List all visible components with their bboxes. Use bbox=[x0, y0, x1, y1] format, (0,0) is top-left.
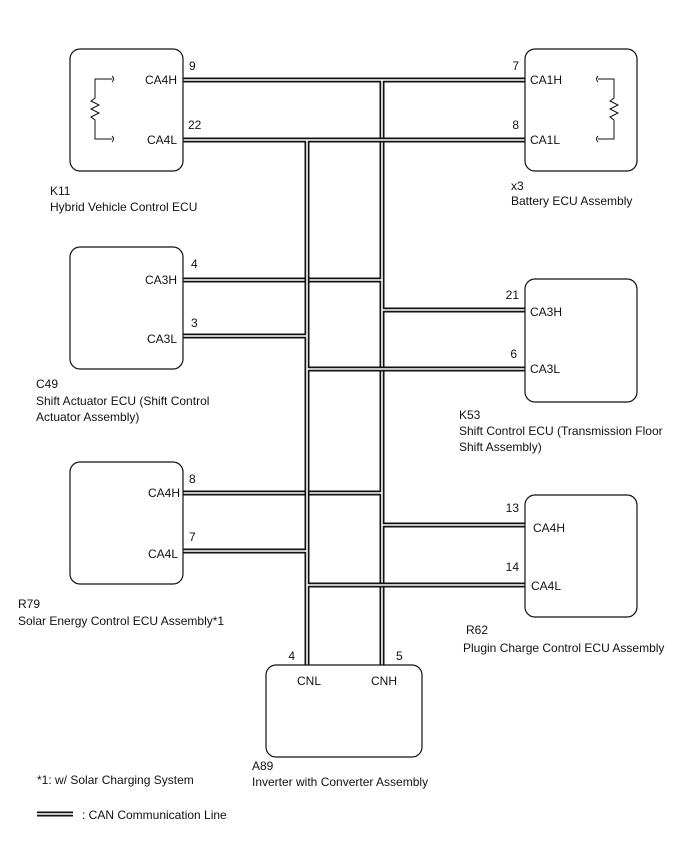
ecu-r79: CA4H CA4L 8 7 R79 Solar Energy Control E… bbox=[18, 461, 224, 628]
can-l-trunk bbox=[183, 137, 525, 668]
legend-label: : CAN Communication Line bbox=[82, 808, 227, 822]
pin-label: CA3L bbox=[530, 362, 560, 376]
connector-code: C49 bbox=[36, 377, 58, 391]
ecu-x3: CA1H CA1L 7 8 x3 Battery ECU Assembly bbox=[511, 48, 638, 208]
termination-resistor-icon bbox=[596, 75, 620, 143]
pin-label: CA3H bbox=[530, 305, 562, 319]
pin-label: CNH bbox=[371, 674, 397, 688]
pin-number: 5 bbox=[396, 649, 403, 663]
can-bus-lines bbox=[183, 77, 525, 668]
ecu-name: Shift Assembly) bbox=[459, 440, 542, 454]
connector-code: R62 bbox=[466, 623, 488, 637]
ecu-name: Inverter with Converter Assembly bbox=[252, 775, 428, 789]
pin-label: CA4H bbox=[533, 521, 565, 535]
pin-label: CA3H bbox=[145, 273, 177, 287]
pin-label: CA1L bbox=[530, 133, 560, 147]
connector-code: K53 bbox=[459, 408, 481, 422]
pin-number: 21 bbox=[506, 288, 520, 302]
pin-number: 14 bbox=[506, 560, 520, 574]
pin-label: CNL bbox=[297, 674, 321, 688]
pin-number: 6 bbox=[510, 347, 517, 361]
pin-number: 7 bbox=[512, 59, 519, 73]
ecu-name: Hybrid Vehicle Control ECU bbox=[50, 200, 197, 214]
pin-label: CA4L bbox=[148, 547, 178, 561]
pin-number: 9 bbox=[189, 59, 196, 73]
pin-label: CA4H bbox=[145, 73, 177, 87]
pin-label: CA3L bbox=[147, 332, 177, 346]
ecu-name: Shift Actuator ECU (Shift Control bbox=[36, 394, 209, 408]
ecu-k53: CA3H CA3L 21 6 K53 Shift Control ECU (Tr… bbox=[459, 278, 663, 454]
pin-number: 8 bbox=[189, 472, 196, 486]
connector-code: A89 bbox=[252, 759, 274, 773]
pin-number: 22 bbox=[188, 118, 202, 132]
pin-number: 8 bbox=[512, 118, 519, 132]
pin-number: 4 bbox=[191, 257, 198, 271]
pin-number: 13 bbox=[506, 501, 520, 515]
pin-number: 4 bbox=[288, 649, 295, 663]
ecu-name: Plugin Charge Control ECU Assembly bbox=[463, 641, 664, 655]
ecu-a89: CNL CNH 4 5 A89 Inverter with Converter … bbox=[252, 649, 428, 789]
ecu-name: Shift Control ECU (Transmission Floor bbox=[459, 424, 663, 438]
legend: : CAN Communication Line bbox=[37, 808, 227, 822]
ecu-k11: CA4H CA4L 9 22 K11 Hybrid Vehicle Contro… bbox=[50, 48, 202, 214]
ecu-name: Actuator Assembly) bbox=[36, 410, 139, 424]
ecu-c49: CA3H CA3L 4 3 C49 Shift Actuator ECU (Sh… bbox=[36, 246, 209, 424]
connector-code: R79 bbox=[18, 597, 40, 611]
footnote: *1: w/ Solar Charging System bbox=[37, 773, 194, 787]
can-h-trunk bbox=[183, 77, 525, 668]
pin-label: CA4L bbox=[147, 133, 177, 147]
ecu-name: Battery ECU Assembly bbox=[511, 194, 632, 208]
ecu-r62: CA4H CA4L 13 14 R62 Plugin Charge Contro… bbox=[463, 494, 664, 655]
connector-code: x3 bbox=[511, 179, 524, 193]
termination-resistor-icon bbox=[89, 75, 114, 143]
pin-number: 3 bbox=[191, 316, 198, 330]
pin-label: CA4L bbox=[531, 579, 561, 593]
ecu-name: Solar Energy Control ECU Assembly*1 bbox=[18, 614, 224, 628]
connector-code: K11 bbox=[50, 184, 71, 198]
pin-label: CA1H bbox=[530, 73, 562, 87]
pin-label: CA4H bbox=[148, 486, 180, 500]
pin-number: 7 bbox=[189, 530, 196, 544]
